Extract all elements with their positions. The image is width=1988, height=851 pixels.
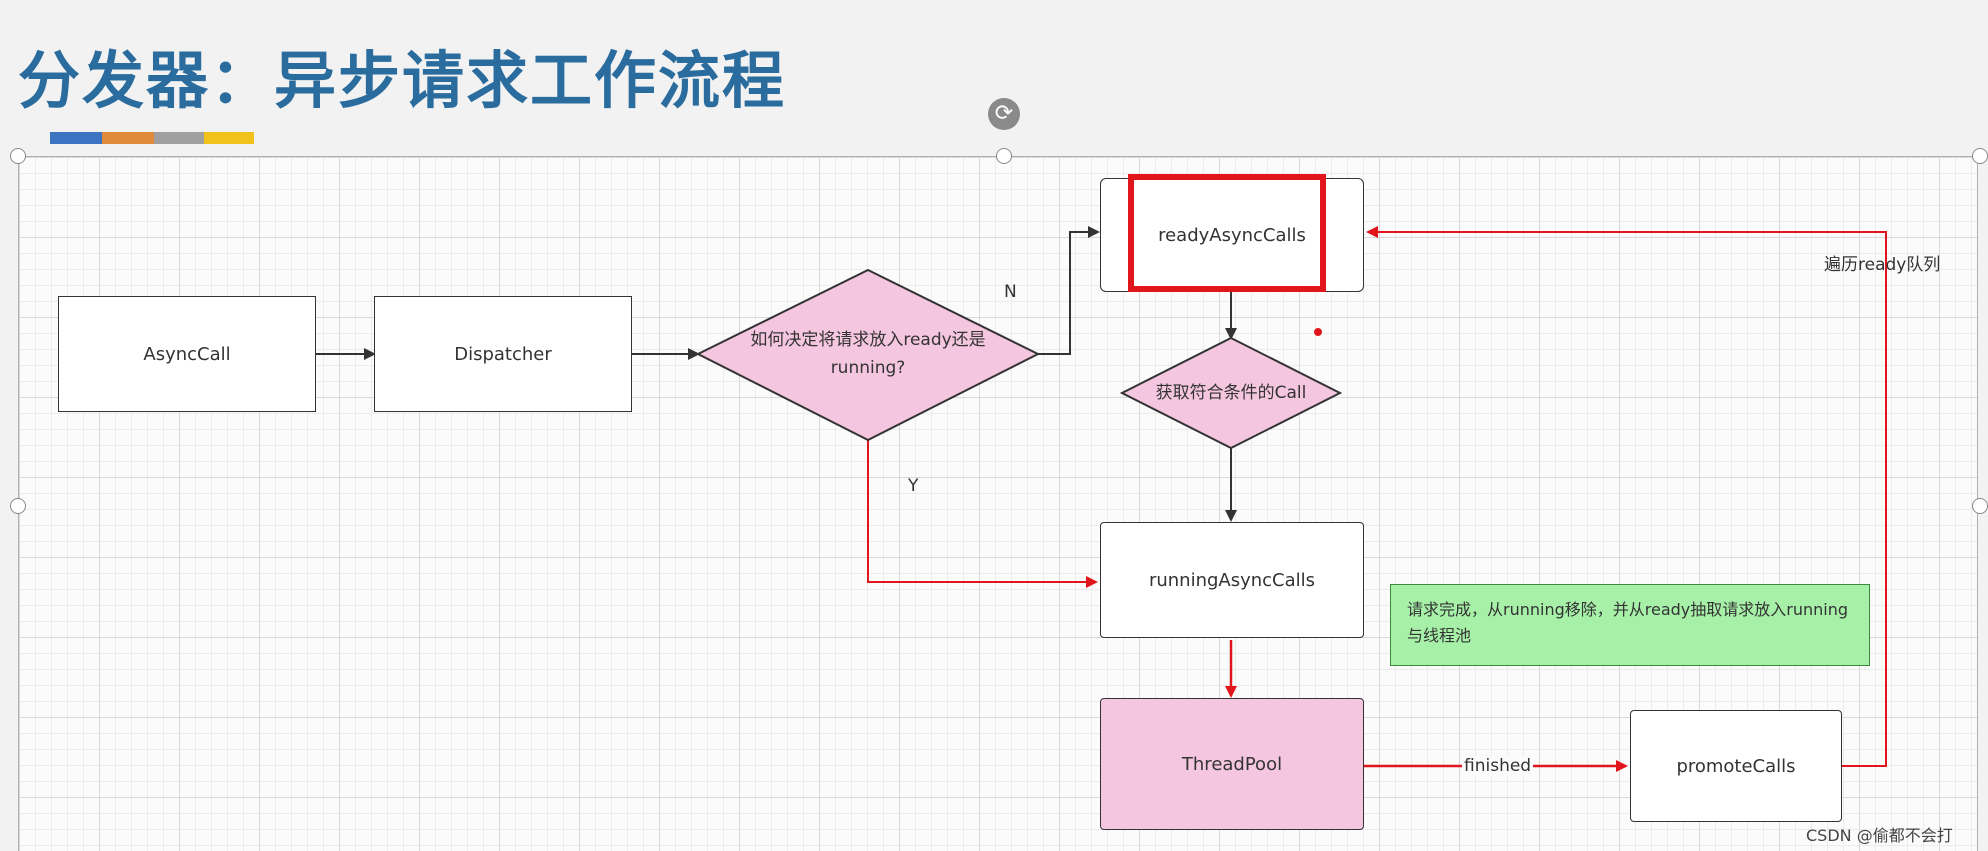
node-promote-calls[interactable]: promoteCalls: [1630, 710, 1842, 822]
decision-diamond: [695, 268, 1041, 442]
edge-decision-running: [867, 440, 1098, 588]
rotate-icon[interactable]: ⟳: [988, 98, 1020, 130]
marker-dot: [1314, 328, 1322, 336]
edge-label-traverse-ready: 遍历ready队列: [1824, 255, 1941, 275]
node-dispatcher[interactable]: Dispatcher: [374, 296, 632, 412]
node-asynccall[interactable]: AsyncCall: [58, 296, 316, 412]
node-thread-pool[interactable]: ThreadPool: [1100, 698, 1364, 830]
note-request-complete[interactable]: 请求完成，从running移除，并从ready抽取请求放入running与线程池: [1390, 584, 1870, 666]
node-promote-calls-label: promoteCalls: [1676, 755, 1796, 777]
accent-bar-orange: [102, 132, 154, 144]
ready-highlight-frame: [1128, 174, 1326, 292]
edge-label-yes: Y: [908, 476, 919, 496]
accent-bar-gray: [154, 132, 204, 144]
node-ready-async-calls-label: readyAsyncCalls: [1158, 224, 1306, 246]
edge-label-no: N: [1004, 282, 1017, 302]
resize-handle-middle-left[interactable]: [10, 498, 26, 514]
node-dispatcher-label: Dispatcher: [454, 343, 552, 365]
accent-bar-blue: [50, 132, 102, 144]
accent-bar-yellow: [204, 132, 254, 144]
watermark: CSDN @偷都不会打: [1806, 826, 1953, 845]
edge-label-finished: finished: [1462, 756, 1534, 776]
resize-handle-top-left[interactable]: [10, 148, 26, 164]
get-call-diamond: [1119, 336, 1343, 450]
edge-decision-ready: [1038, 226, 1100, 355]
get-call-label: 获取符合条件的Call: [1155, 383, 1307, 403]
node-thread-pool-label: ThreadPool: [1181, 753, 1283, 775]
resize-handle-top-middle[interactable]: [996, 148, 1012, 164]
decision-label: 如何决定将请求放入ready还是running?: [750, 330, 986, 378]
node-running-async-calls-label: runningAsyncCalls: [1148, 569, 1316, 591]
node-asynccall-label: AsyncCall: [143, 343, 231, 365]
edge-promote-ready: [1366, 226, 1887, 767]
slide-title: 分发器：异步请求工作流程: [18, 44, 787, 117]
node-running-async-calls[interactable]: runningAsyncCalls: [1100, 522, 1364, 638]
